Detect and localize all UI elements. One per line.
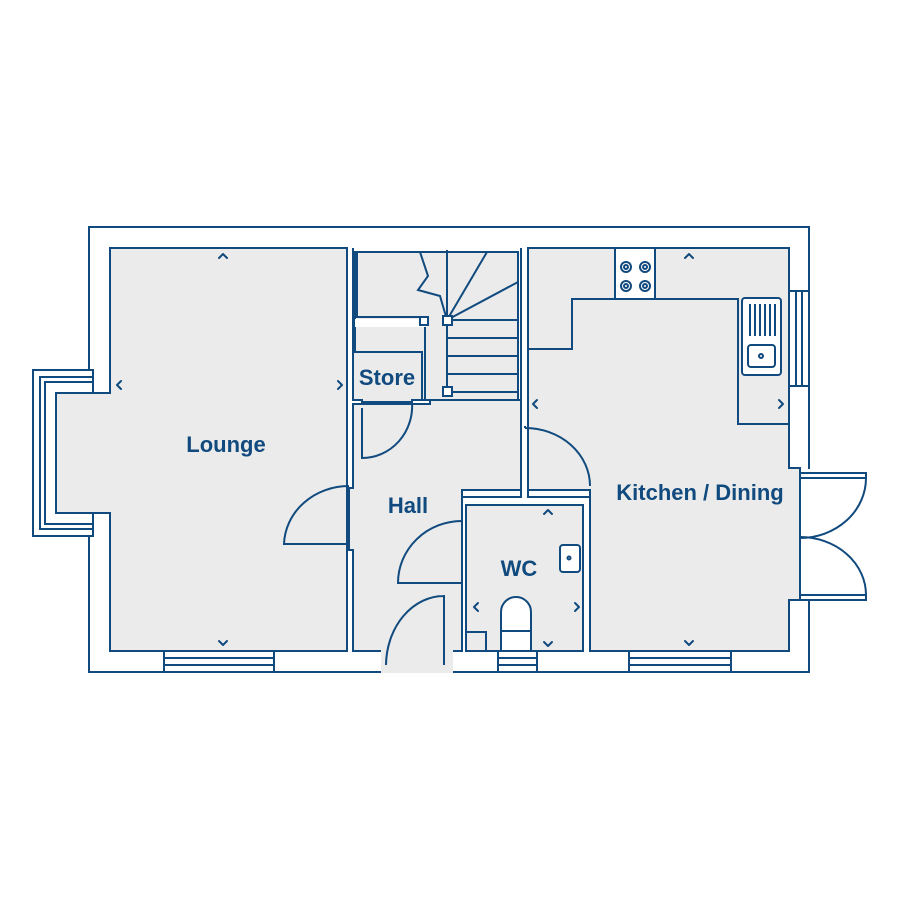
internal-walls	[346, 248, 529, 651]
label-kitchen-dining: Kitchen / Dining	[616, 480, 783, 505]
toilet-icon	[500, 596, 532, 652]
label-lounge: Lounge	[186, 432, 265, 457]
kitchen-sink-icon	[741, 297, 782, 376]
door-wc[interactable]	[396, 520, 463, 584]
door-store[interactable]	[361, 401, 414, 460]
wc-basin-icon	[559, 544, 581, 573]
hob-icon	[614, 247, 656, 300]
label-hall: Hall	[388, 493, 428, 518]
patio-doors[interactable]	[799, 472, 868, 601]
front-door[interactable]	[385, 595, 445, 666]
window-kitchen-bottom	[628, 650, 732, 673]
room-kitchen-dining	[527, 247, 801, 652]
label-wc: WC	[501, 556, 538, 581]
door-kitchen[interactable]	[524, 426, 591, 487]
dimension-arrows	[116, 253, 784, 647]
label-store: Store	[359, 365, 415, 390]
window-lounge	[163, 650, 275, 673]
window-kitchen-side	[788, 290, 810, 387]
front-door-opening	[381, 650, 453, 673]
wc-boxing	[467, 631, 487, 651]
door-lounge[interactable]	[282, 485, 350, 545]
patio-door-opening	[801, 469, 810, 599]
window-wc	[497, 650, 538, 673]
